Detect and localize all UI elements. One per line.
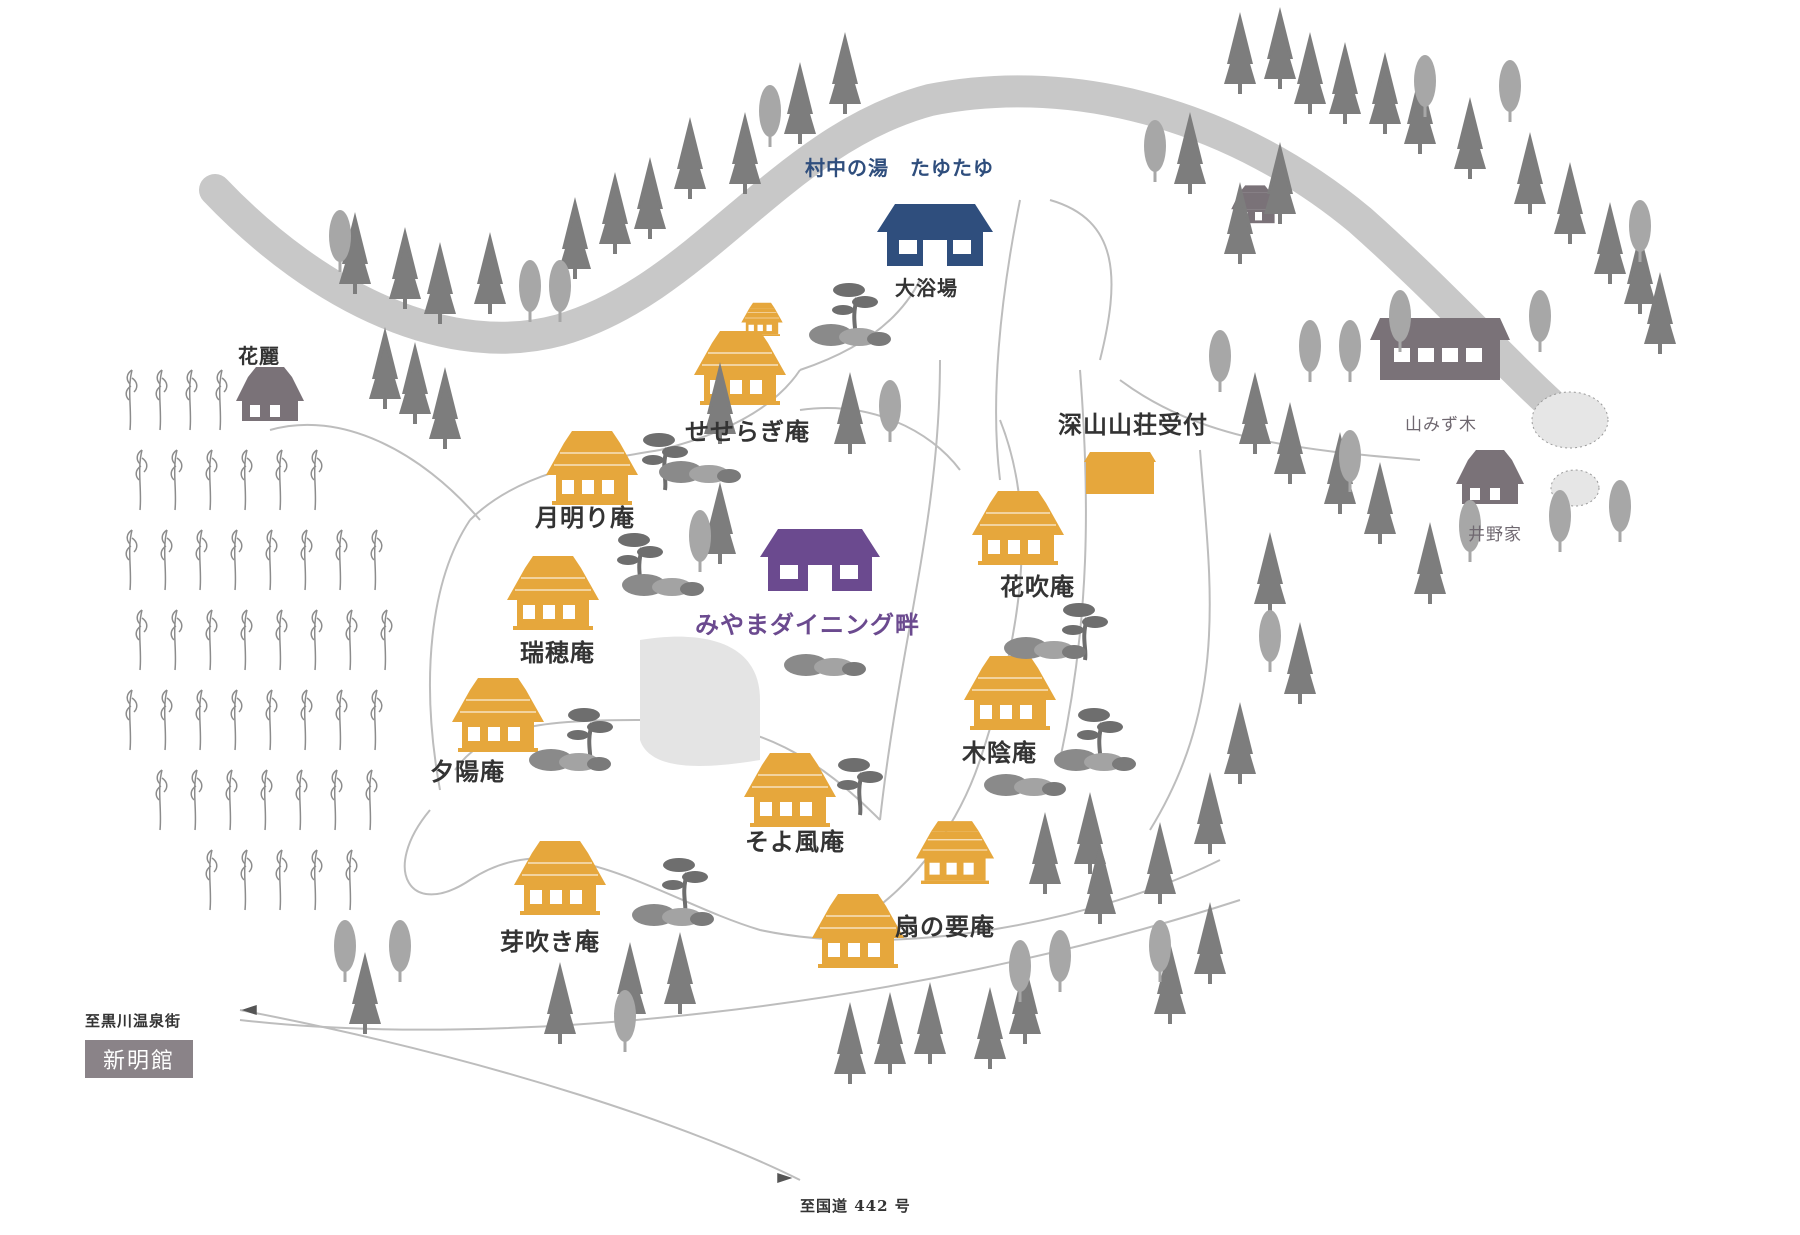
shinmeikan-badge[interactable]: 新明館 <box>85 1040 194 1078</box>
main-road <box>199 75 1596 446</box>
to-route-label: 至国道 442 号 <box>800 1197 911 1215</box>
to-kurokawa-label: 至黒川温泉街 <box>85 1012 182 1030</box>
direction-arrow-icon <box>241 1004 793 1184</box>
seseragi-label[interactable]: せせらぎ庵 <box>685 417 810 446</box>
pond <box>1531 391 1609 449</box>
mizuho-cottage <box>506 555 600 631</box>
ogi-cottage-2 <box>915 820 995 885</box>
seseragi-storehouse <box>741 302 783 337</box>
mebuki-cottage <box>513 840 607 916</box>
hanafuki-label[interactable]: 花吹庵 <box>1000 572 1075 601</box>
yuhi-label[interactable]: 夕陽庵 <box>430 757 505 786</box>
mebuki-label[interactable]: 芽吹き庵 <box>500 927 600 956</box>
garden-patch <box>640 636 760 766</box>
tsukiakari-cottage <box>545 430 639 506</box>
bathhouse-icon <box>877 204 993 266</box>
paths <box>239 199 1421 1181</box>
ogi-cottage <box>811 893 905 969</box>
karei-hut <box>236 367 304 421</box>
kokage-cottage <box>963 655 1057 731</box>
bath-title: 村中の湯 たゆたゆ <box>805 156 994 180</box>
hanafuki-cottage <box>971 490 1065 566</box>
mizuho-label[interactable]: 瑞穂庵 <box>520 638 595 667</box>
seseragi-cottage <box>693 330 787 406</box>
reception-label[interactable]: 深山山荘受付 <box>1058 410 1208 439</box>
pampas-field <box>125 369 393 911</box>
kokage-label[interactable]: 木陰庵 <box>962 738 1037 767</box>
karei-label[interactable]: 花麗 <box>238 344 280 368</box>
soyokaze-cottage <box>743 752 837 828</box>
soyokaze-label[interactable]: そよ風庵 <box>745 827 845 856</box>
inoke-hut <box>1456 450 1524 504</box>
dining-label[interactable]: みやまダイニング畔 <box>695 610 920 639</box>
yamamizuki-label[interactable]: 山みず木 <box>1405 415 1477 435</box>
inoke-label[interactable]: 井野家 <box>1468 525 1522 545</box>
dining-hall-icon <box>760 529 880 591</box>
yuhi-cottage <box>451 677 545 753</box>
tsukiakari-label[interactable]: 月明り庵 <box>535 503 635 532</box>
reception-building <box>1084 452 1156 494</box>
bath-house-label[interactable]: 大浴場 <box>895 276 958 300</box>
ogi-label[interactable]: 扇の要庵 <box>895 912 995 941</box>
